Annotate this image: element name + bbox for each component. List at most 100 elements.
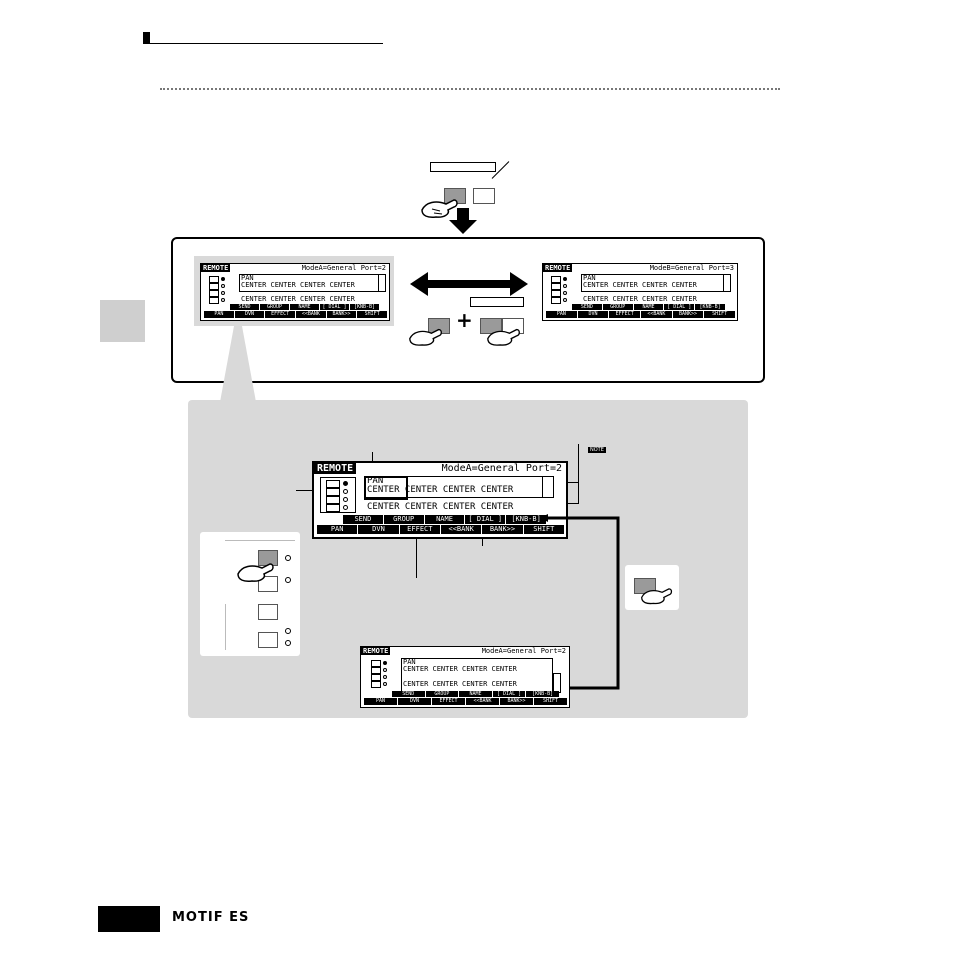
tab-send[interactable]: SEND — [391, 691, 425, 697]
tab-group[interactable]: GROUP — [259, 304, 289, 310]
tab-send[interactable]: SEND — [342, 515, 383, 524]
page-number-block — [98, 906, 160, 932]
tab-bank-next[interactable]: BANK>> — [325, 311, 357, 318]
knob-icon — [371, 674, 381, 681]
arrow-down-icon — [449, 208, 477, 234]
knob-button-3[interactable] — [258, 604, 278, 620]
lcd-pan-label: PAN — [241, 274, 254, 282]
led-dot-icon — [563, 284, 567, 288]
tab-bank-next[interactable]: BANK>> — [499, 698, 533, 705]
callout-line — [416, 522, 417, 578]
lcd-title: REMOTE — [361, 647, 391, 655]
led-dot-icon — [383, 675, 387, 679]
lcd-mode: ModeA=General Port=2 — [481, 647, 566, 655]
callout-line — [578, 444, 579, 504]
plus-sign: + — [456, 308, 473, 332]
led-dot-icon — [383, 682, 387, 686]
tab-dial[interactable]: [ DIAL ] — [319, 304, 349, 310]
tab-pan[interactable]: PAN — [316, 525, 358, 534]
tab-shift[interactable]: SHIFT — [533, 698, 567, 705]
tab-name[interactable]: NAME — [423, 515, 465, 524]
lcd-bottom: REMOTE ModeA=General Port=2 PAN CENTER C… — [360, 646, 570, 708]
knob-icon — [209, 276, 219, 283]
tab-group[interactable]: GROUP — [382, 515, 424, 524]
led-dot-icon — [563, 298, 567, 302]
tab-shift[interactable]: SHIFT — [522, 525, 564, 534]
lcd-scroll — [723, 274, 731, 292]
led-dot-icon — [221, 284, 225, 288]
lcd-center-row-2: CENTER CENTER CENTER CENTER — [367, 502, 514, 512]
tab-pan[interactable]: PAN — [363, 698, 397, 705]
track-button-combo[interactable] — [480, 318, 502, 334]
tab-knb-b[interactable]: [KNB-B] — [505, 515, 546, 524]
lcd-center-row: CENTER CENTER CENTER CENTER — [241, 281, 355, 289]
knob-icon — [326, 488, 340, 496]
lcd-tabs-lower: PAN DVN EFFECT <<BANK BANK>> SHIFT — [363, 698, 567, 705]
knob-icon — [551, 276, 561, 283]
adjacent-button[interactable] — [473, 188, 495, 204]
header-marker — [143, 32, 150, 44]
tab-dvn[interactable]: DVN — [357, 525, 399, 534]
tab-knb-b[interactable]: [KNB-B] — [525, 691, 559, 697]
tab-group[interactable]: GROUP — [424, 691, 459, 697]
callout-line — [562, 503, 578, 504]
tab-pan[interactable]: PAN — [545, 311, 577, 318]
lcd-large: REMOTE ModeA=General Port=2 PAN CENTER C… — [312, 461, 568, 539]
led-dot-icon — [343, 481, 348, 486]
tab-send[interactable]: SEND — [229, 304, 259, 310]
led-dot-icon — [563, 277, 567, 281]
tab-effect[interactable]: EFFECT — [608, 311, 641, 318]
tab-dvn[interactable]: DVN — [397, 698, 431, 705]
knob-icon — [326, 504, 340, 512]
tab-effect[interactable]: EFFECT — [431, 698, 465, 705]
knob-icon — [371, 660, 381, 667]
tab-name[interactable]: NAME — [289, 304, 319, 310]
lcd-tabs-lower: PAN DVN EFFECT <<BANK BANK>> SHIFT — [316, 525, 564, 534]
tab-dial[interactable]: [ DIAL ] — [663, 304, 695, 310]
knob-button-2[interactable] — [258, 576, 278, 592]
tab-bank-prev[interactable]: <<BANK — [640, 311, 672, 318]
tab-dial[interactable]: [ DIAL ] — [491, 691, 526, 697]
tab-effect[interactable]: EFFECT — [264, 311, 296, 318]
lcd-small-port3: REMOTE ModeB=General Port=3 PAN CENTER C… — [542, 263, 738, 321]
knob-button-4[interactable] — [258, 632, 278, 648]
tab-bank-next[interactable]: BANK>> — [671, 311, 704, 318]
finger-press-icon — [641, 588, 673, 605]
tab-dvn[interactable]: DVN — [576, 311, 609, 318]
knob-card-rule — [225, 540, 295, 541]
tab-name[interactable]: NAME — [458, 691, 492, 697]
led-dot-icon — [221, 291, 225, 295]
tab-name[interactable]: NAME — [632, 304, 664, 310]
zoom-wedge — [220, 326, 256, 402]
tab-send[interactable]: SEND — [571, 304, 602, 310]
lcd-param-box — [401, 658, 553, 694]
lcd-center-row: CENTER CENTER CENTER CENTER — [367, 485, 514, 495]
tab-effect[interactable]: EFFECT — [398, 525, 440, 534]
tab-knb-b[interactable]: [KNB-B] — [694, 304, 725, 310]
knob-card-rule — [225, 604, 226, 650]
lcd-tabs-upper: SEND GROUP NAME [ DIAL ] [KNB-B] — [391, 691, 559, 697]
led-dot-icon — [563, 291, 567, 295]
tab-bank-prev[interactable]: <<BANK — [439, 525, 482, 534]
tab-dvn[interactable]: DVN — [233, 311, 265, 318]
tab-bank-next[interactable]: BANK>> — [481, 525, 523, 534]
led-dot-icon — [285, 628, 291, 634]
callout-line — [296, 490, 312, 491]
tab-pan[interactable]: PAN — [203, 311, 234, 318]
tab-knb-b[interactable]: [KNB-B] — [349, 304, 379, 310]
led-dot-icon — [285, 577, 291, 583]
tab-bank-prev[interactable]: <<BANK — [295, 311, 326, 318]
lcd-mode: ModeA=General Port=2 — [441, 463, 562, 474]
tab-shift[interactable]: SHIFT — [356, 311, 388, 318]
tab-group[interactable]: GROUP — [601, 304, 633, 310]
led-dot-icon — [285, 640, 291, 646]
tab-dial[interactable]: [ DIAL ] — [464, 515, 506, 524]
lcd-center-row-2: CENTER CENTER CENTER CENTER — [241, 295, 355, 303]
lcd-mode: ModeA=General Port=2 — [301, 264, 386, 272]
tab-bank-prev[interactable]: <<BANK — [465, 698, 499, 705]
knob-card — [200, 532, 300, 656]
lcd-tabs-lower: PAN DVN EFFECT <<BANK BANK>> SHIFT — [545, 311, 736, 318]
tab-shift[interactable]: SHIFT — [703, 311, 736, 318]
knob-icon — [551, 297, 561, 304]
lcd-scroll[interactable] — [542, 476, 554, 498]
